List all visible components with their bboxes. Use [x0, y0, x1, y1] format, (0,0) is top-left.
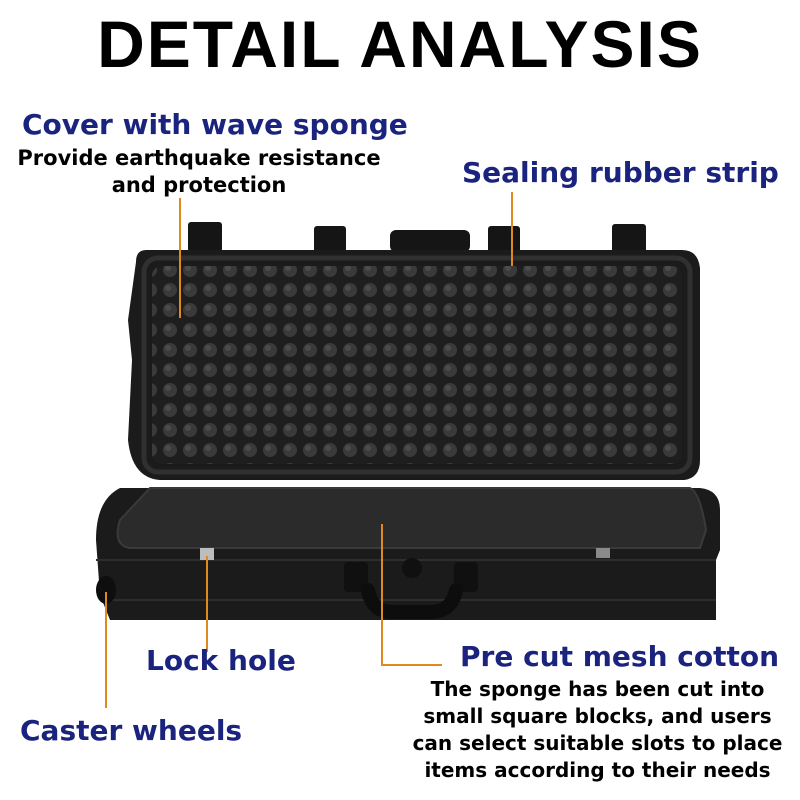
seal-callout-title: Sealing rubber strip	[462, 156, 779, 189]
leader-precut	[381, 524, 442, 666]
precut-desc-line-4: items according to their needs	[424, 758, 771, 782]
lock-hole	[200, 548, 214, 560]
precut-callout-desc: The sponge has been cut into small squar…	[400, 676, 795, 784]
caster-callout-title: Caster wheels	[20, 714, 243, 747]
lid-latches	[188, 222, 646, 254]
leader-lines	[105, 192, 513, 708]
sealing-rubber-strip	[141, 255, 693, 475]
cover-desc-line-2: and protection	[111, 173, 287, 197]
precut-callout-title: Pre cut mesh cotton	[460, 640, 780, 673]
precut-desc-line-2: small square blocks, and users	[423, 704, 772, 728]
page-title: DETAIL ANALYSIS	[97, 7, 703, 81]
precut-desc-line-1: The sponge has been cut into	[430, 677, 765, 701]
lock-callout-title: Lock hole	[146, 644, 296, 677]
precut-desc-line-3: can select suitable slots to place	[412, 731, 783, 755]
cover-desc-line-1: Provide earthquake resistance	[17, 146, 381, 170]
caster-wheel	[96, 576, 116, 604]
cover-callout-desc: Provide earthquake resistance and protec…	[14, 145, 384, 199]
carry-handle	[361, 583, 463, 619]
cover-callout-title: Cover with wave sponge	[22, 108, 408, 141]
precut-foam	[116, 487, 708, 549]
wave-sponge	[152, 266, 682, 464]
